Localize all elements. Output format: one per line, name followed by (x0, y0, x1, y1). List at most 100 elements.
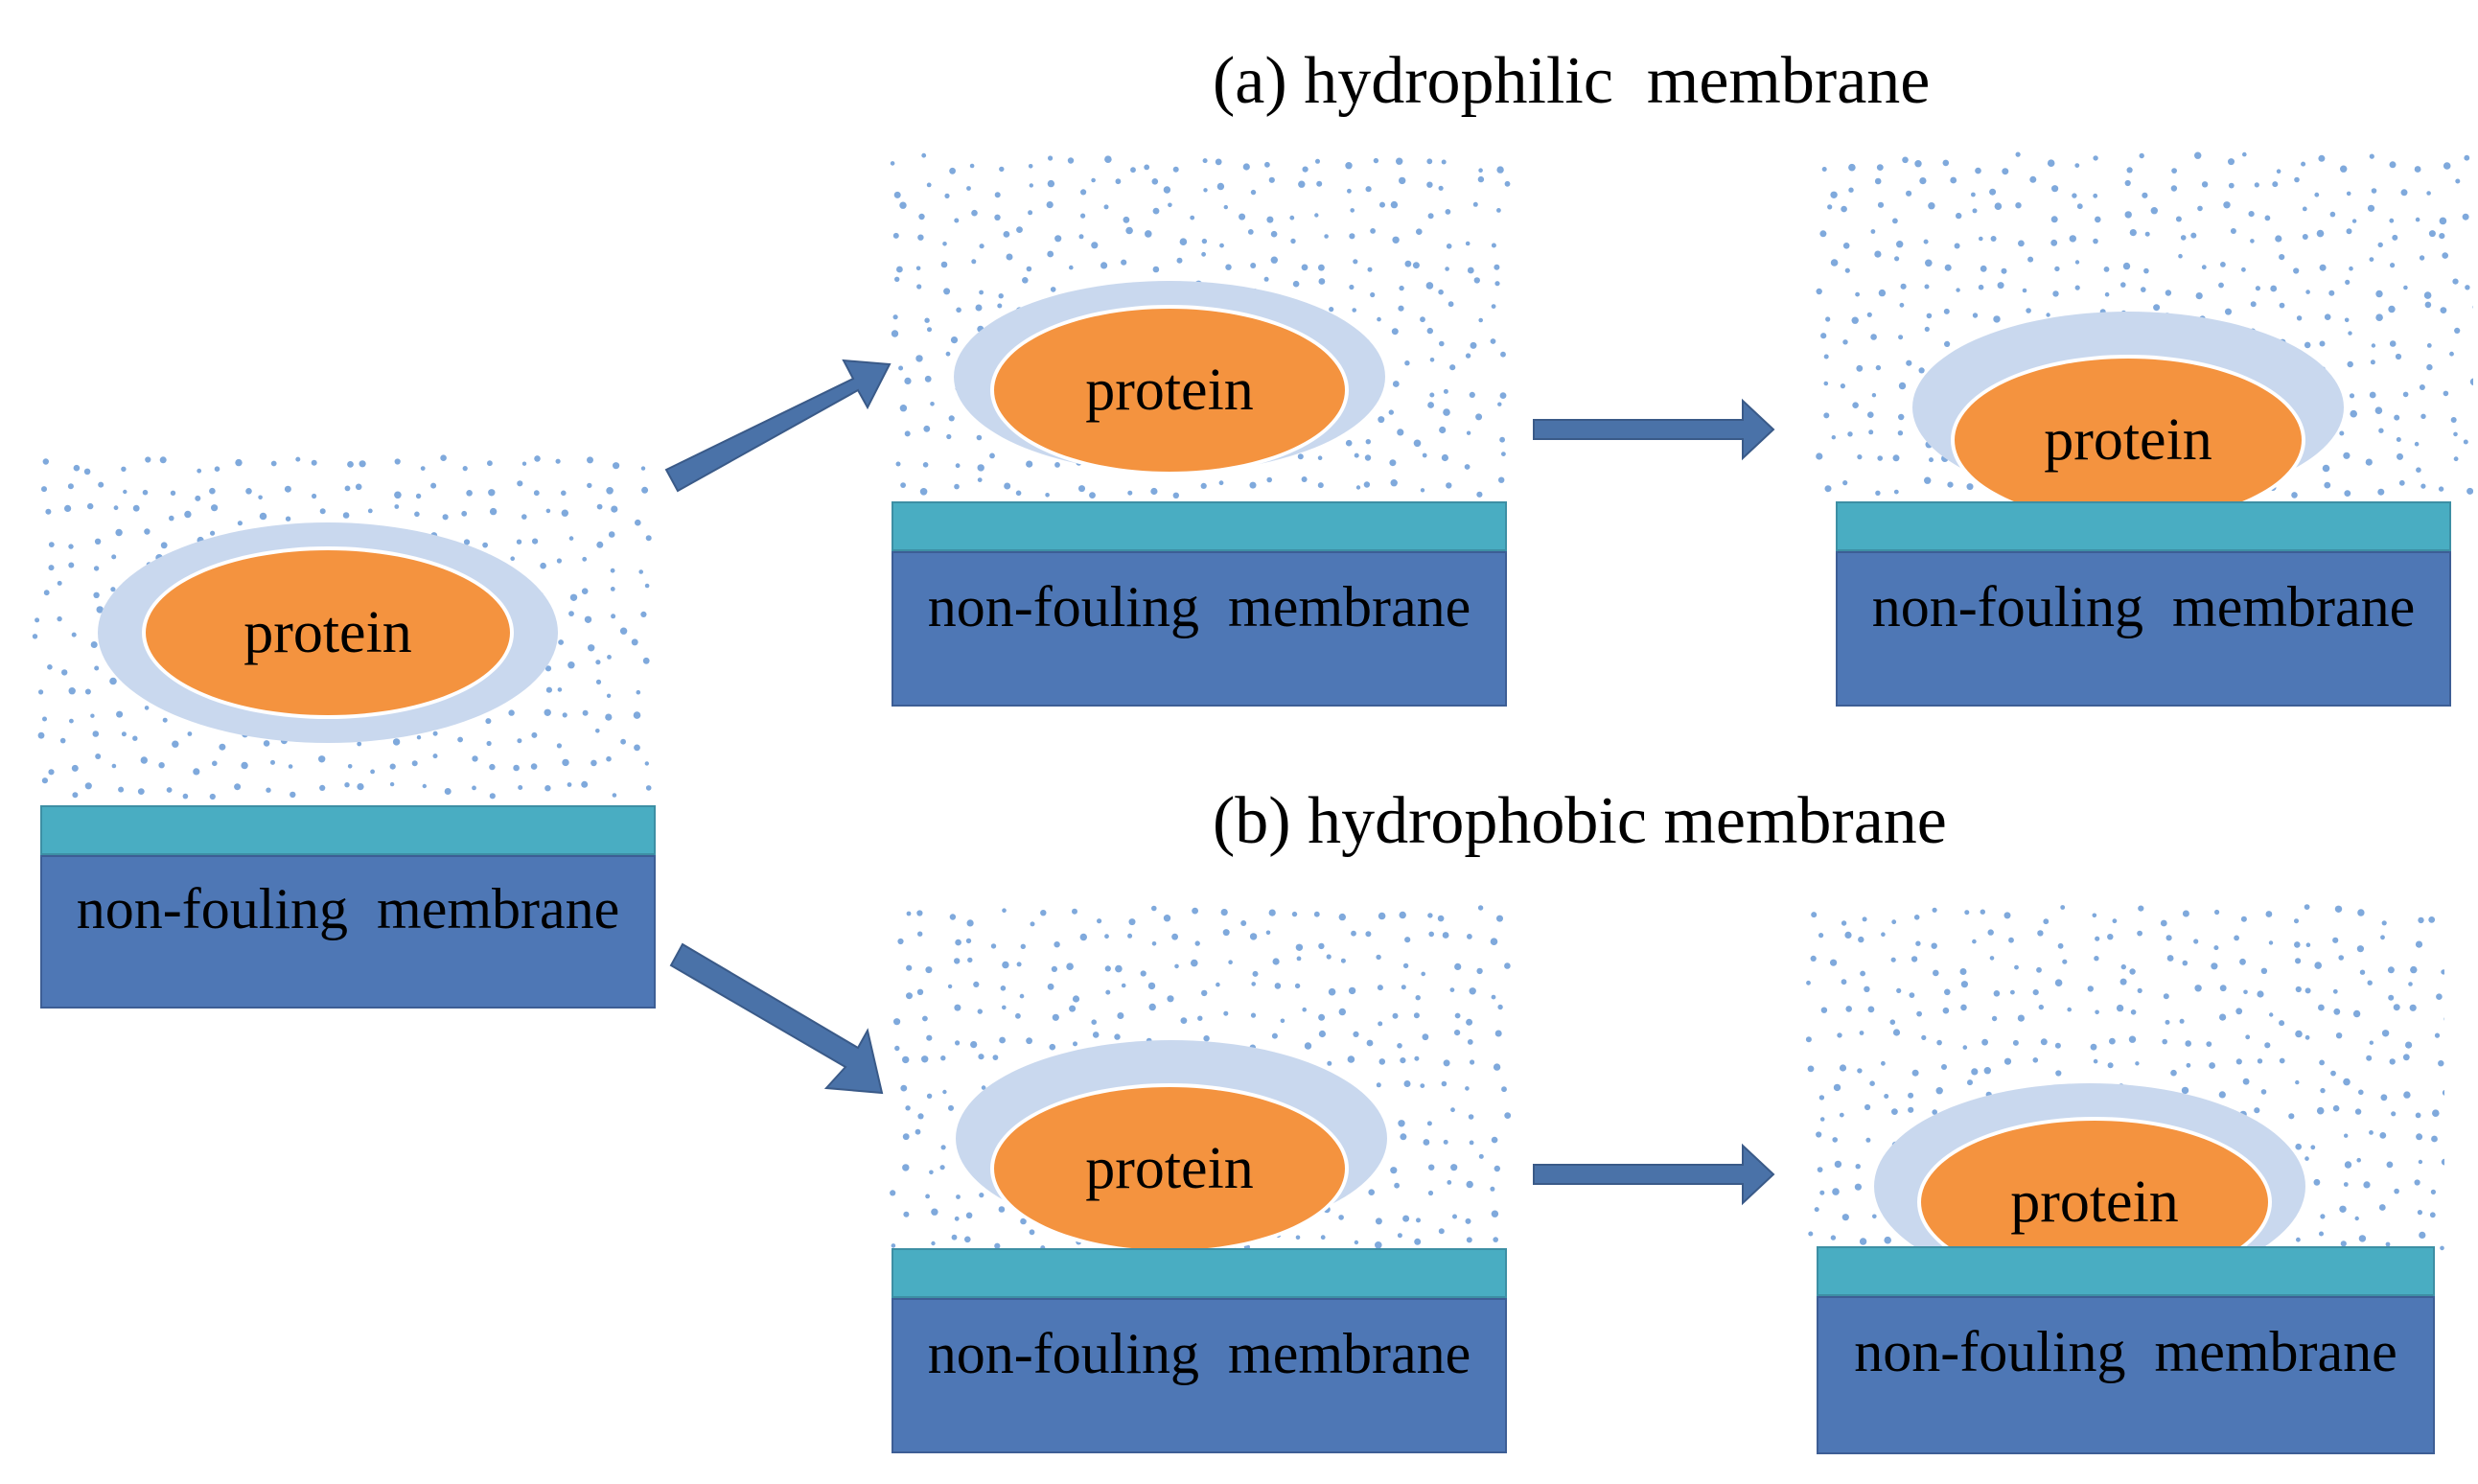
water-dot (1203, 1035, 1210, 1042)
water-dot (891, 1243, 896, 1248)
water-dot (1327, 1060, 1332, 1066)
water-dot (259, 512, 267, 521)
water-dot (416, 735, 422, 740)
water-dot (2419, 384, 2425, 390)
water-dot (1466, 1180, 1473, 1189)
water-dot (608, 531, 615, 538)
water-dot (2254, 182, 2259, 188)
water-dot (2112, 918, 2118, 924)
water-dot (1002, 961, 1009, 969)
water-dot (1398, 1120, 1405, 1127)
water-dot (319, 508, 326, 515)
water-dot (1340, 958, 1346, 963)
water-dot (1499, 436, 1505, 443)
water-dot (2248, 211, 2255, 218)
water-dot (1069, 1005, 1077, 1012)
water-dot (357, 741, 362, 747)
water-dot (2415, 940, 2423, 948)
water-dot (919, 488, 928, 496)
water-dot (926, 1093, 933, 1099)
water-dot (898, 365, 904, 371)
water-dot (1172, 166, 1179, 173)
water-dot (2442, 252, 2448, 259)
water-dot (1179, 238, 1188, 245)
water-dot (533, 490, 540, 497)
water-dot (2350, 409, 2357, 418)
water-dot (2003, 1057, 2012, 1065)
water-dot (2332, 988, 2338, 994)
water-dot (966, 919, 974, 927)
water-dot (569, 593, 578, 601)
water-dot (1465, 241, 1471, 246)
water-dot (1956, 288, 1960, 292)
protein-label: protein (2044, 406, 2212, 473)
water-dot (1865, 1137, 1871, 1143)
water-dot (41, 777, 48, 784)
water-dot (1397, 1043, 1402, 1049)
water-dot (595, 679, 602, 684)
water-dot (2037, 930, 2044, 937)
water-dot (2026, 308, 2031, 313)
water-dot (1428, 1164, 1435, 1171)
water-dot (2438, 1060, 2444, 1067)
water-dot (897, 938, 904, 945)
water-dot (68, 687, 76, 695)
water-dot (558, 639, 564, 645)
water-dot (241, 761, 248, 770)
water-dot (2378, 428, 2384, 433)
water-dot (2334, 905, 2343, 913)
water-dot (954, 218, 960, 223)
water-dot (1504, 962, 1511, 969)
water-dot (1002, 908, 1007, 913)
water-dot (347, 461, 354, 468)
water-dot (2219, 985, 2227, 992)
water-dot (1818, 933, 1824, 939)
water-dot (1364, 454, 1372, 461)
water-dot (2163, 993, 2169, 1000)
water-dot (1426, 181, 1433, 188)
water-dot (84, 688, 91, 695)
water-dot (1202, 158, 1208, 164)
water-dot (606, 755, 612, 762)
water-dot (1089, 492, 1096, 499)
water-dot (1354, 452, 1359, 458)
water-dot (132, 735, 138, 741)
water-dot (1478, 317, 1483, 323)
water-dot (1839, 1064, 1847, 1072)
water-dot (394, 504, 400, 509)
water-dot (209, 487, 216, 495)
water-dot (2343, 1182, 2349, 1187)
water-dot (916, 988, 924, 995)
water-dot (2396, 437, 2401, 442)
water-dot (1026, 460, 1033, 468)
membrane: non-fouling membrane (40, 855, 656, 1009)
water-dot (921, 152, 927, 158)
water-dot (1845, 1006, 1852, 1012)
water-dot (1422, 1033, 1429, 1041)
water-dot (1892, 454, 1900, 462)
membrane-label: non-fouling membrane (927, 575, 1471, 638)
water-dot (1841, 920, 1847, 926)
water-dot (2193, 939, 2199, 944)
water-dot (890, 161, 895, 166)
arrow-down-right-icon (669, 942, 884, 1095)
water-dot (1867, 1006, 1875, 1013)
water-dot (2310, 1145, 2316, 1150)
water-dot (1978, 284, 1984, 290)
water-dot (169, 515, 174, 522)
water-dot (285, 516, 291, 522)
water-dot (1820, 333, 1827, 339)
water-dot (2366, 1055, 2373, 1061)
water-dot (2228, 182, 2235, 189)
water-dot (568, 536, 574, 541)
water-dot (1318, 278, 1326, 285)
water-dot (1445, 209, 1451, 215)
water-dot (1172, 492, 1179, 499)
water-dot (2165, 935, 2172, 941)
water-dot (1971, 1068, 1979, 1076)
water-dot (214, 466, 220, 472)
water-dot (2329, 211, 2336, 218)
water-dot (581, 780, 589, 788)
water-dot (84, 782, 92, 790)
water-dot (1490, 1186, 1495, 1192)
